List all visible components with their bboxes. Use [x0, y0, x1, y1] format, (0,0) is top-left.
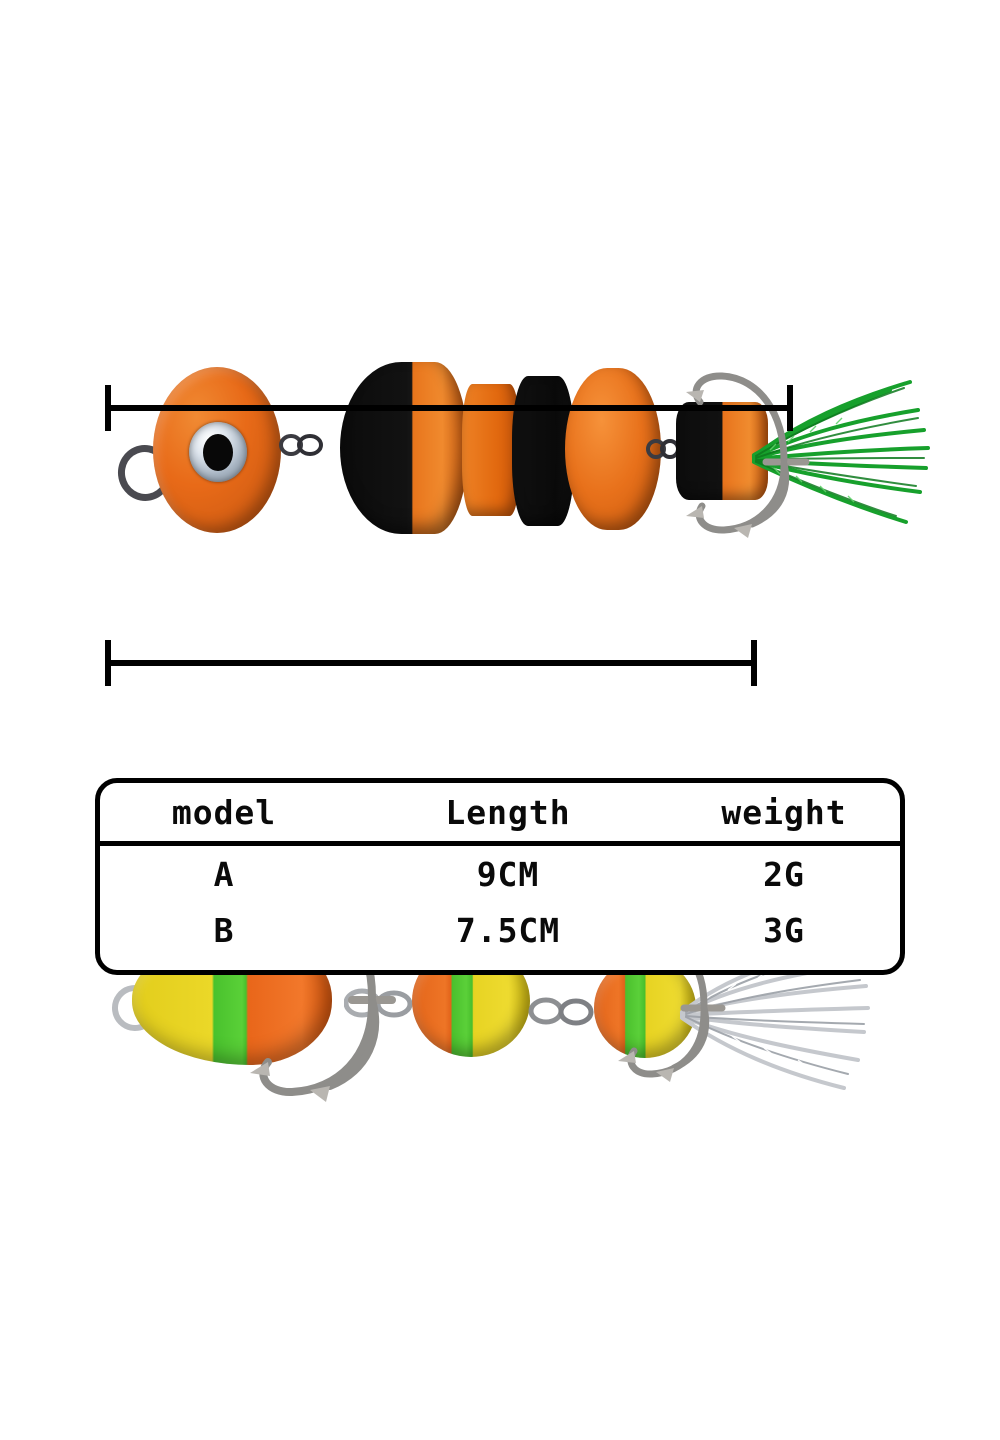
- column-header-model: model: [171, 792, 277, 832]
- table-row: B 7.5CM 3G: [100, 902, 900, 958]
- lure-a-connector-link-1: [279, 434, 323, 456]
- lure-a-pupil: [203, 434, 233, 471]
- lure-b-connector-link-2: [528, 997, 594, 1026]
- product-lure-a: [0, 170, 1000, 538]
- cell-length-b: 7.5CM: [455, 910, 561, 950]
- bracket-a-right-cap: [787, 385, 793, 431]
- bracket-b-right-cap: [751, 640, 757, 686]
- cell-model-b: B: [213, 910, 235, 950]
- lure-a-head-disc: [153, 367, 281, 533]
- cell-weight-b: 3G: [763, 910, 805, 950]
- bracket-b-bar: [105, 660, 757, 666]
- measurement-bracket-lure-b: [105, 640, 757, 686]
- lure-a-holographic-eye-icon: [189, 422, 247, 482]
- measurement-bracket-lure-a: [105, 385, 793, 431]
- spec-table: model Length weight A 9CM 2G B 7.5CM 3G: [100, 783, 900, 958]
- spec-table-head: model Length weight: [100, 783, 900, 844]
- product-lure-b: [0, 440, 1000, 1102]
- bracket-a-bar: [105, 405, 793, 411]
- cell-model-a: A: [213, 854, 235, 894]
- product-image-canvas: model Length weight A 9CM 2G B 7.5CM 3G: [0, 170, 1000, 1102]
- cell-length-a: 9CM: [476, 854, 540, 894]
- spec-table-header-row: model Length weight: [100, 783, 900, 844]
- table-row: A 9CM 2G: [100, 844, 900, 903]
- column-header-weight: weight: [721, 792, 847, 832]
- lure-b-connector-link-1: [344, 988, 413, 1018]
- cell-weight-a: 2G: [763, 854, 805, 894]
- specification-table: model Length weight A 9CM 2G B 7.5CM 3G: [95, 778, 905, 975]
- lure-a-body-segment-4: [565, 368, 661, 530]
- lure-a-body-segment-3: [512, 376, 574, 526]
- lure-a-body-segment-1: [340, 362, 468, 534]
- column-header-length: Length: [445, 792, 571, 832]
- spec-table-body: A 9CM 2G B 7.5CM 3G: [100, 844, 900, 959]
